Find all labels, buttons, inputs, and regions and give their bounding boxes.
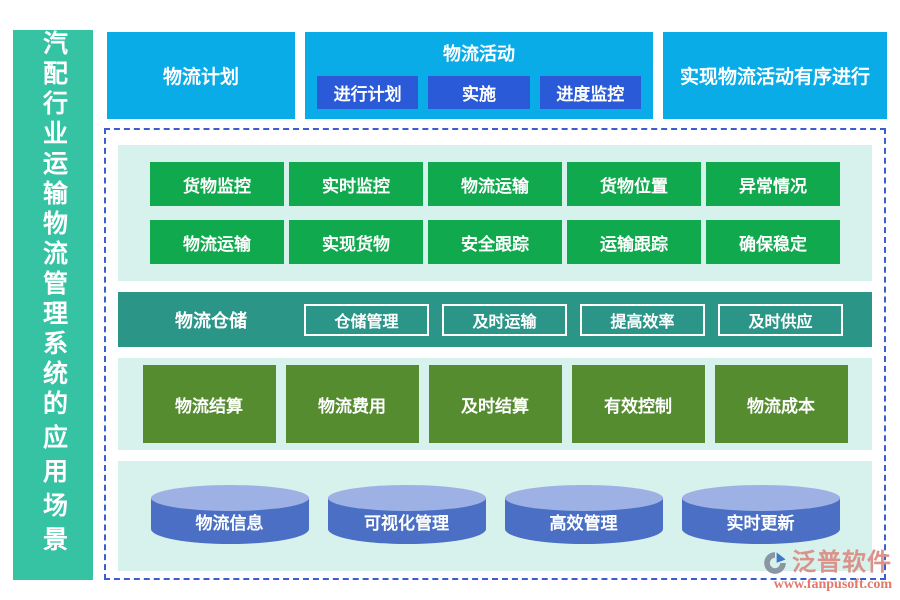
settlement-box: 有效控制	[571, 365, 705, 443]
main-dashed-container: 货物监控 实时监控 物流运输 货物位置 异常情况 物流运输 实现货物 安全跟踪 …	[104, 128, 886, 580]
header-plan-box: 物流计划	[107, 32, 295, 119]
header-outcome-label: 实现物流活动有序进行	[679, 67, 870, 88]
monitoring-box: 货物位置	[567, 162, 701, 206]
database-cylinder: 可视化管理	[327, 485, 486, 544]
activity-step-implement: 实施	[428, 76, 530, 109]
settlement-panel: 物流结算 物流费用 及时结算 有效控制 物流成本	[118, 358, 872, 450]
monitoring-box: 实现货物	[289, 220, 423, 264]
database-cylinder: 实时更新	[681, 485, 840, 544]
warehouse-label: 物流仓储	[175, 310, 247, 331]
settlement-box: 物流成本	[714, 365, 848, 443]
vertical-title-line1: 汽配行业运输物流管理系统	[39, 30, 68, 390]
information-panel: 物流信息 可视化管理 高效管理 实时更新	[118, 461, 872, 571]
warehouse-outline-box: 及时运输	[442, 303, 567, 336]
warehouse-buttons: 仓储管理 及时运输 提高效率 及时供应	[304, 303, 843, 336]
settlement-box: 及时结算	[428, 365, 562, 443]
fanpu-logo-icon	[762, 550, 788, 576]
settlement-box: 物流费用	[285, 365, 419, 443]
watermark: 泛普软件 www.fanpusoft.com	[762, 549, 892, 592]
database-cylinder: 高效管理	[504, 485, 663, 544]
cylinder-label: 可视化管理	[364, 513, 449, 533]
monitoring-panel: 货物监控 实时监控 物流运输 货物位置 异常情况 物流运输 实现货物 安全跟踪 …	[118, 145, 872, 281]
vertical-title: 汽配行业运输物流管理系统 的应用场景	[35, 30, 72, 580]
vertical-title-line2: 的应用场景	[39, 390, 68, 560]
settlement-box: 物流结算	[142, 365, 276, 443]
cylinder-label: 高效管理	[549, 513, 618, 533]
monitoring-box: 物流运输	[150, 220, 284, 264]
monitoring-box: 实时监控	[289, 162, 423, 206]
activity-step-plan: 进行计划	[317, 76, 419, 109]
watermark-url: www.fanpusoft.com	[773, 576, 892, 592]
header-activity-box: 物流活动 进行计划 实施 进度监控	[305, 32, 653, 119]
cylinder-label: 实时更新	[726, 513, 795, 533]
warehouse-outline-box: 提高效率	[580, 303, 705, 336]
monitoring-row-2: 物流运输 实现货物 安全跟踪 运输跟踪 确保稳定	[118, 220, 872, 264]
monitoring-box: 确保稳定	[706, 220, 840, 264]
monitoring-box: 异常情况	[706, 162, 840, 206]
header-plan-label: 物流计划	[162, 67, 239, 88]
activity-step-monitor: 进度监控	[539, 76, 641, 109]
monitoring-box: 货物监控	[150, 162, 284, 206]
monitoring-row-1: 货物监控 实时监控 物流运输 货物位置 异常情况	[118, 162, 872, 206]
header-outcome-box: 实现物流活动有序进行	[663, 32, 887, 119]
monitoring-box: 运输跟踪	[567, 220, 701, 264]
monitoring-box: 物流运输	[428, 162, 562, 206]
cylinder-label: 物流信息	[195, 513, 264, 533]
header-activity-title: 物流活动	[443, 44, 515, 64]
sidebar-title-panel: 汽配行业运输物流管理系统 的应用场景	[13, 30, 93, 580]
warehouse-outline-box: 仓储管理	[304, 303, 429, 336]
warehouse-outline-box: 及时供应	[718, 303, 843, 336]
monitoring-box: 安全跟踪	[428, 220, 562, 264]
warehouse-row: 物流仓储 仓储管理 及时运输 提高效率 及时供应	[118, 292, 872, 347]
database-cylinder: 物流信息	[150, 485, 309, 544]
watermark-brand: 泛普软件	[792, 549, 892, 577]
header-activity-buttons: 进行计划 实施 进度监控	[317, 76, 641, 109]
